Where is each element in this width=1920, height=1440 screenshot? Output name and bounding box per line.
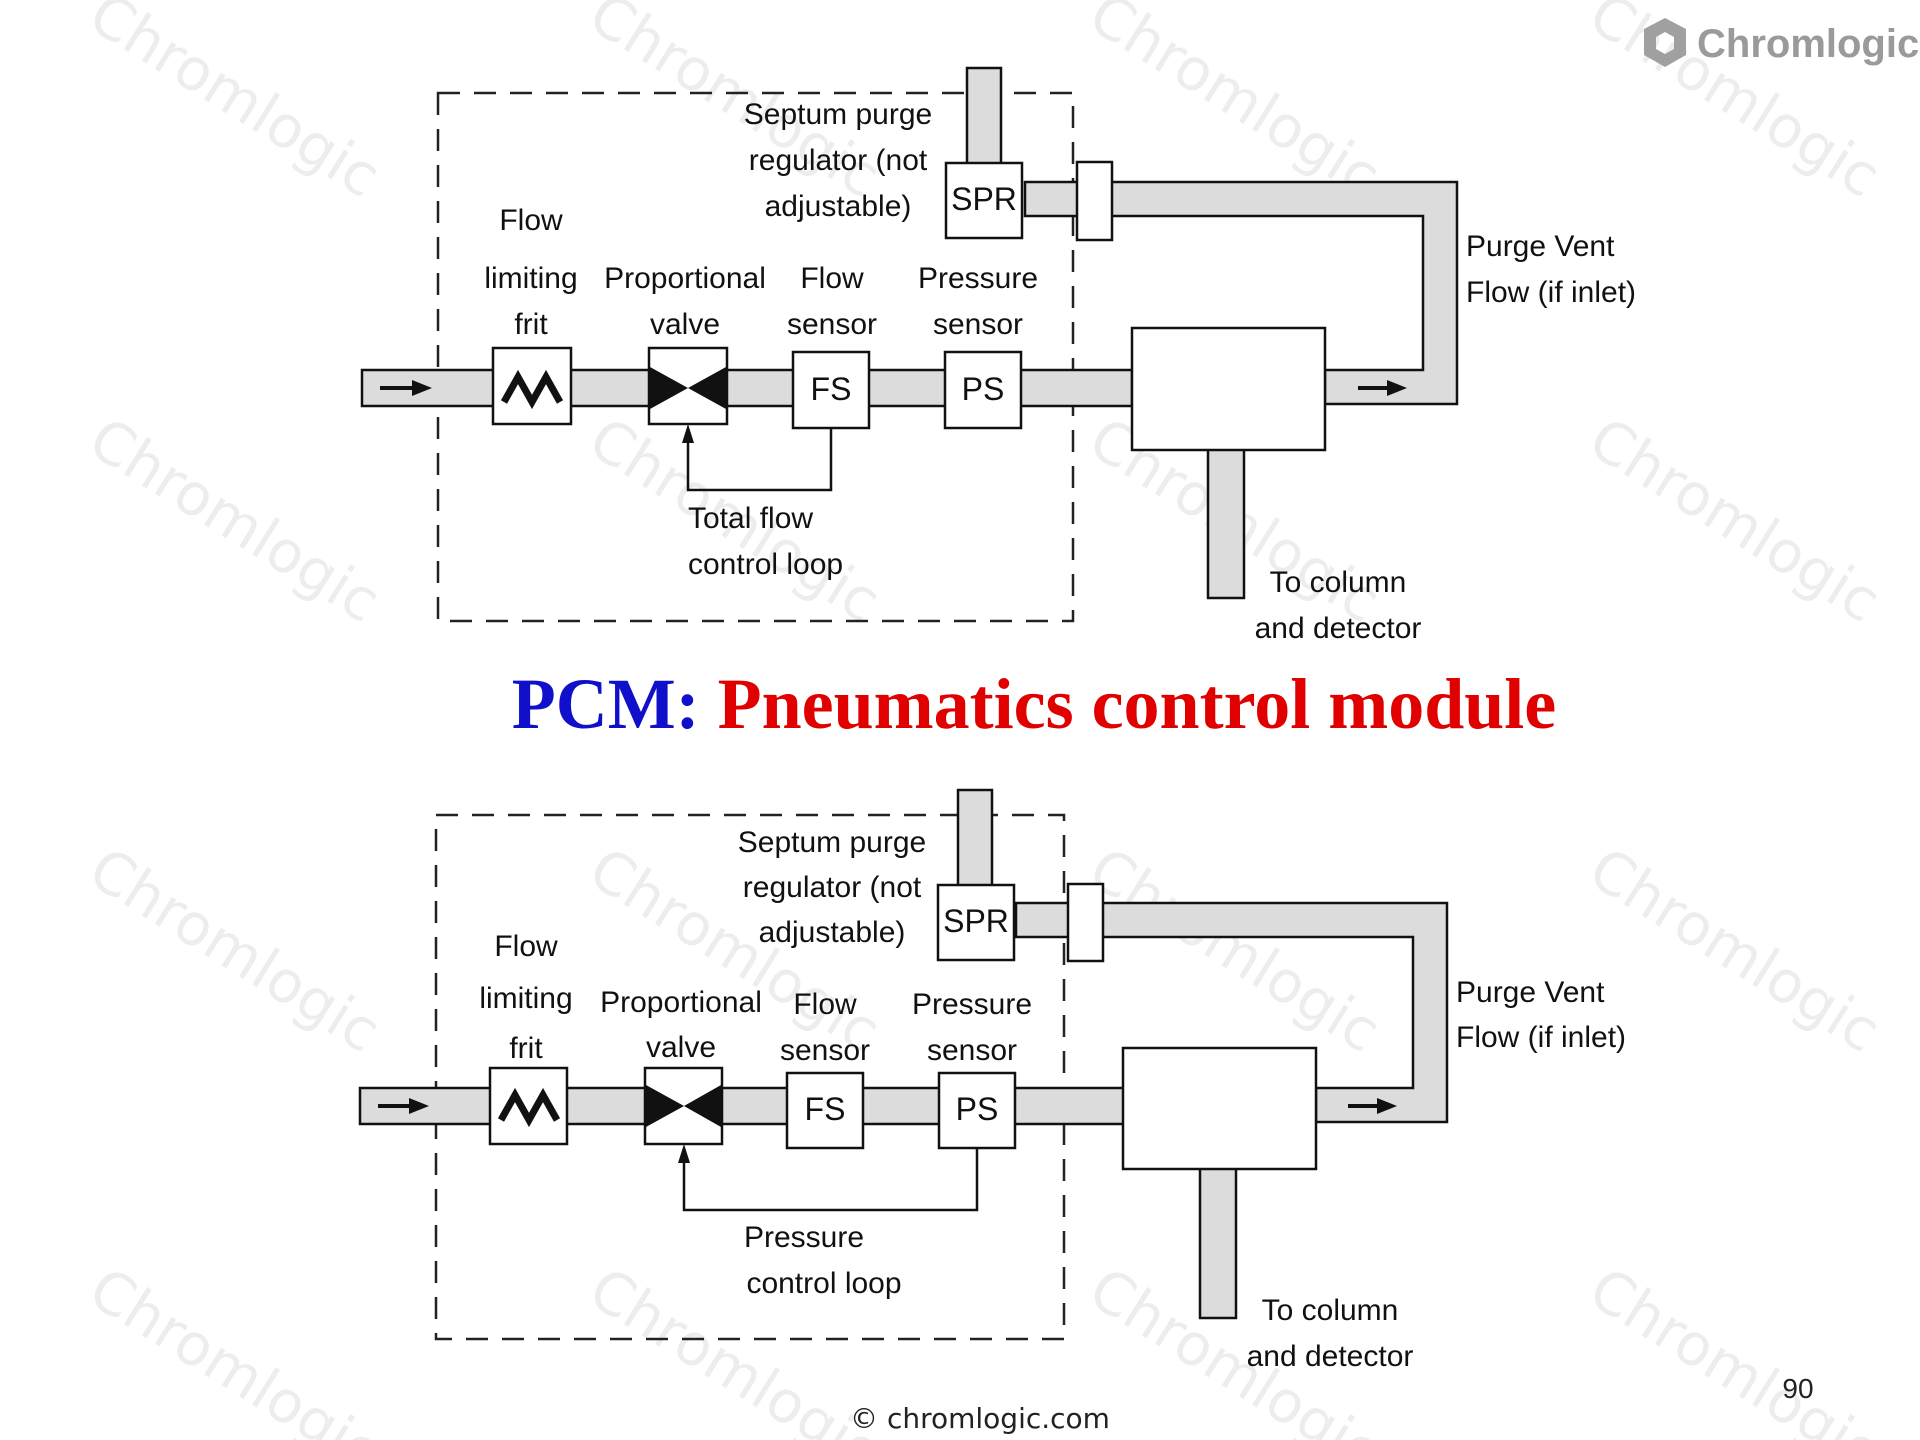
fs-label: FS: [805, 1091, 846, 1127]
flow-limiting-frit: [491, 346, 573, 426]
inlet-arrow-icon: [380, 380, 432, 396]
purge-vent-label-line: Flow (if inlet): [1466, 276, 1636, 309]
column-pipe: [1198, 1166, 1238, 1320]
purge-restrictor: [1066, 882, 1105, 963]
loop-label-line: control loop: [688, 548, 843, 581]
module-boundary: [436, 91, 1075, 623]
frit-zigzag-icon: [500, 369, 564, 410]
purge-vent-label-line: Purge Vent: [1456, 976, 1605, 1009]
frit-zigzag-icon: [497, 1087, 561, 1128]
loop-label-line: Pressure: [744, 1221, 864, 1254]
control-loop-line: [686, 428, 833, 492]
watermark: Chromlogic: [1078, 0, 1392, 211]
control-loop-arrow-icon: [682, 424, 694, 443]
septum-purge-vent-pipe: [965, 66, 1003, 168]
title-main: Pneumatics control module: [718, 664, 1557, 744]
valve-icon: [646, 1085, 721, 1127]
purge-arrow-icon: [1358, 380, 1407, 396]
copyright-footer: © chromlogic.com: [850, 1402, 1110, 1435]
valve-icon: [650, 367, 726, 409]
column-pipe: [1206, 438, 1246, 600]
spr-label: SPR: [951, 181, 1017, 217]
page-number: 90: [1782, 1373, 1813, 1404]
diagram-total-flow: FS PS SPR Septum purge regulator (not ad…: [360, 66, 1636, 645]
valve-label-line: valve: [646, 1031, 716, 1064]
pressure-sensor-label-line: sensor: [927, 1034, 1017, 1067]
spr-box: [944, 161, 1024, 240]
to-column-label-line: To column: [1262, 1294, 1399, 1327]
spr-box: [936, 883, 1016, 962]
purge-restrictor: [1075, 160, 1114, 242]
purge-vent-label-line: Flow (if inlet): [1456, 1021, 1626, 1054]
control-loop-line: [682, 1148, 979, 1212]
hexagon-logo-icon: [1644, 18, 1686, 67]
valve-label-line: valve: [650, 308, 720, 341]
slide-title: PCM: Pneumatics control module: [512, 664, 1557, 744]
septum-purge-label-line: regulator (not: [749, 144, 928, 177]
pressure-sensor-label-line: Pressure: [912, 988, 1032, 1021]
flow-sensor-label-line: Flow: [793, 988, 857, 1021]
to-column-label-line: To column: [1270, 566, 1407, 599]
watermark: Chromlogic: [78, 1254, 392, 1440]
septum-purge-vent-pipe: [956, 788, 994, 890]
valve-label-line: Proportional: [604, 262, 766, 295]
watermark: Chromlogic: [78, 404, 392, 636]
to-column-label-line: and detector: [1247, 1340, 1414, 1373]
flow-limiting-frit: [488, 1066, 569, 1146]
inlet-chamber: [1121, 1046, 1318, 1171]
loop-label-line: control loop: [746, 1267, 901, 1300]
diagram-pressure: FS PS SPR Septum purge regulator (not ad…: [358, 788, 1626, 1373]
watermark: Chromlogic: [1578, 1254, 1892, 1440]
pressure-sensor-box: [943, 350, 1023, 430]
title-prefix: PCM:: [512, 664, 718, 744]
septum-purge-label-line: regulator (not: [743, 871, 922, 904]
control-loop-arrow-icon: [678, 1144, 690, 1163]
frit-label-line: limiting: [484, 262, 577, 295]
inlet-chamber: [1130, 326, 1327, 452]
inlet-arrow-icon: [378, 1098, 429, 1114]
logo-text: Chromlogic: [1697, 22, 1919, 66]
to-column-label-line: and detector: [1255, 612, 1422, 645]
frit-label-line: frit: [509, 1032, 543, 1065]
flow-sensor-box: [785, 1071, 865, 1150]
loop-label-line: Total flow: [688, 502, 813, 535]
septum-purge-label-line: adjustable): [765, 190, 912, 223]
septum-purge-label-line: adjustable): [759, 916, 906, 949]
flow-sensor-label-line: sensor: [787, 308, 877, 341]
ps-label: PS: [962, 371, 1005, 407]
frit-label-line: frit: [514, 308, 548, 341]
frit-label-line: Flow: [499, 204, 563, 237]
septum-purge-label-line: Septum purge: [744, 98, 932, 131]
watermark: Chromlogic: [578, 834, 892, 1066]
spr-label: SPR: [943, 903, 1009, 939]
purge-vent-label-line: Purge Vent: [1466, 230, 1615, 263]
pressure-sensor-label-line: sensor: [933, 308, 1023, 341]
ps-label: PS: [956, 1091, 999, 1127]
fs-label: FS: [811, 371, 852, 407]
frit-label-line: limiting: [479, 982, 572, 1015]
watermark: Chromlogic: [1578, 404, 1892, 636]
pressure-sensor-label-line: Pressure: [918, 262, 1038, 295]
flow-sensor-label-line: sensor: [780, 1034, 870, 1067]
watermark: Chromlogic: [78, 0, 392, 211]
purge-arrow-icon: [1348, 1098, 1397, 1114]
frit-label-line: Flow: [494, 930, 558, 963]
flow-sensor-label-line: Flow: [800, 262, 864, 295]
watermark: Chromlogic: [1078, 834, 1392, 1066]
chromlogic-logo: Chromlogic: [1644, 18, 1919, 67]
valve-label-line: Proportional: [600, 986, 762, 1019]
watermark: Chromlogic: [78, 834, 392, 1066]
septum-purge-label-line: Septum purge: [738, 826, 926, 859]
